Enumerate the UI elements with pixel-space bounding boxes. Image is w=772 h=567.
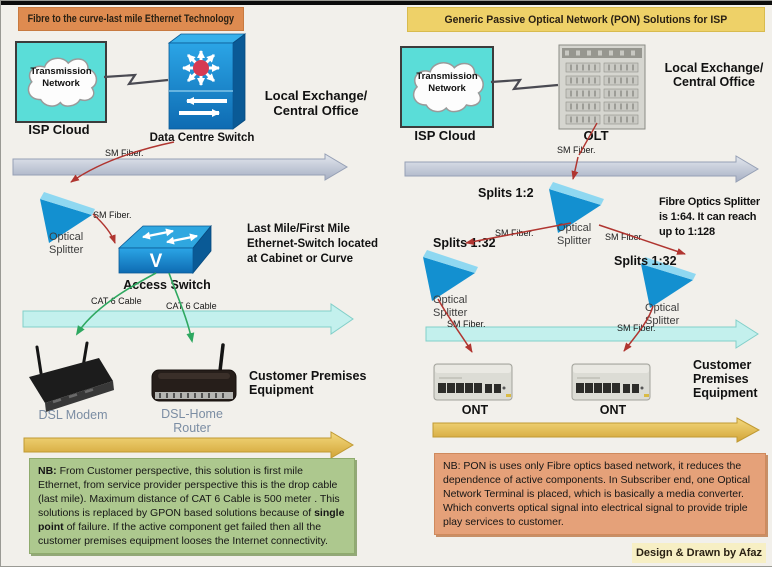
local-exchange-label: Local Exchange/ Central Office — [657, 61, 771, 89]
splits-1-32-label: Splits 1:32 — [614, 254, 677, 268]
sm-fiber-label: SM Fiber. — [105, 148, 144, 158]
lightning-link-icon — [490, 78, 559, 91]
premises-arrow-left — [23, 431, 354, 459]
cat6-cable-label: CAT 6 Cable — [91, 296, 142, 306]
access-switch-letter: V — [150, 251, 163, 272]
left-note: NB: From Customer perspective, this solu… — [29, 458, 355, 555]
ont-label: ONT — [599, 403, 627, 417]
access-switch-icon: V — [117, 224, 212, 275]
right-panel-title: Generic Passive Optical Network (PON) So… — [407, 7, 765, 32]
dsl-modem-label: DSL Modem — [38, 408, 108, 422]
local-exchange-line1: Local Exchange/ — [664, 61, 764, 75]
customer-premises-label: Customer Premises Equipment — [693, 358, 758, 400]
premises-arrow-right — [432, 417, 761, 443]
dsl-home-router-label: DSL-Home Router — [161, 407, 223, 436]
olt-label: OLT — [583, 128, 609, 143]
isp-cloud-label: ISP Cloud — [28, 122, 90, 137]
sm-fiber-label: SM Fiber. — [557, 145, 596, 155]
transmission-network-label: Transmission Network — [30, 66, 92, 90]
dsl-home-router-icon — [151, 343, 237, 402]
cloud-icon — [412, 62, 484, 113]
right-panel-title-text: Generic Passive Optical Network (PON) So… — [444, 13, 728, 26]
data-centre-switch-icon — [167, 33, 247, 130]
fiber-link-line — [571, 156, 579, 180]
ont-icon — [433, 363, 513, 401]
left-panel-title: Fibre to the curve-last mile Ethernet Te… — [18, 7, 244, 31]
olt-icon — [558, 44, 646, 130]
sm-fiber-label: SM Fiber. — [617, 323, 656, 333]
customer-premises-label: Customer Premises Equipment — [249, 369, 367, 397]
sm-fiber-label: SM Fiber. — [447, 319, 486, 329]
access-switch-label: Access Switch — [123, 278, 211, 292]
local-exchange-line2: Central Office — [273, 103, 359, 118]
optical-splitter-label: Optical Splitter — [433, 294, 468, 319]
isp-cloud-box: Transmission Network — [15, 41, 107, 123]
backbone-arrow-right — [404, 155, 759, 183]
left-panel-title-text: Fibre to the curve-last mile Ethernet Te… — [27, 13, 235, 25]
sm-fiber-label: SM Fiber. — [605, 232, 644, 242]
left-note-text2: of failure. If the active component get … — [38, 521, 328, 548]
cat6-cable-label: CAT 6 Cable — [166, 301, 217, 311]
local-exchange-line2: Central Office — [673, 75, 755, 89]
sm-fiber-label: SM Fiber. — [495, 228, 534, 238]
ont-label: ONT — [461, 403, 489, 417]
left-note-bold: single point — [38, 507, 345, 534]
right-note-nb: NB: — [443, 460, 461, 472]
ont-icon — [571, 363, 651, 401]
lightning-link-icon — [103, 73, 169, 86]
dsl-modem-icon — [29, 341, 114, 412]
optical-splitter-label: Optical Splitter — [49, 231, 84, 256]
isp-cloud-box: Transmission Network — [400, 46, 494, 128]
data-centre-switch-label: Data Centre Switch — [149, 132, 255, 144]
isp-cloud-label: ISP Cloud — [414, 128, 476, 143]
local-exchange-line1: Local Exchange/ — [264, 88, 368, 103]
cloud-icon — [27, 57, 97, 107]
left-note-nb: NB: — [38, 465, 57, 477]
left-note-text1: From Customer perspective, this solution… — [38, 465, 340, 520]
splits-1-2-label: Splits 1:2 — [478, 186, 534, 200]
right-note: NB: PON is uses only Fibre optics based … — [434, 453, 766, 536]
transmission-network-label: Transmission Network — [416, 71, 478, 95]
splits-1-32-label: Splits 1:32 — [433, 236, 496, 250]
credit-badge: Design & Drawn by Afaz — [632, 543, 766, 563]
last-mile-note: Last Mile/First Mile Ethernet-Switch loc… — [247, 223, 378, 265]
backbone-arrow-left — [12, 153, 348, 181]
local-exchange-label: Local Exchange/ Central Office — [249, 88, 383, 118]
right-note-text: PON is uses only Fibre optics based netw… — [443, 460, 751, 529]
top-black-strip — [1, 1, 772, 5]
splitter-info-note: Fibre Optics Splitter is 1:64. It can re… — [659, 196, 760, 238]
sm-fiber-label: SM Fiber. — [93, 210, 132, 220]
